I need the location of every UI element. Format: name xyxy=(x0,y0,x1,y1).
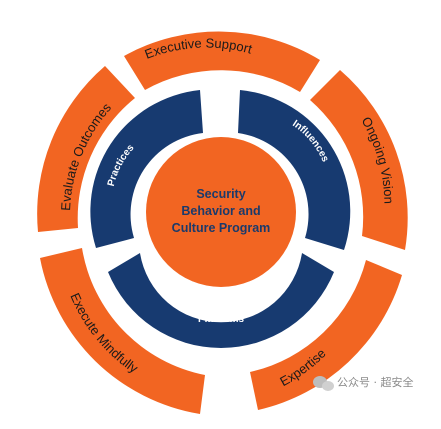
outer-segment-expertise xyxy=(250,260,402,410)
center-title-line-3: Culture Program xyxy=(172,221,271,235)
outer-segment-execute-mindfully xyxy=(40,248,205,414)
watermark-text: 公众号 · 超安全 xyxy=(337,375,414,389)
outer-segment-ongoing-vision xyxy=(310,70,408,250)
center-title-line-1: Security xyxy=(196,187,245,201)
watermark: 公众号 · 超安全 xyxy=(313,375,414,391)
inner-ring xyxy=(90,90,351,349)
inner-segment-influences xyxy=(238,90,351,250)
center-circle xyxy=(146,137,296,287)
outer-segment-evaluate-outcomes xyxy=(37,66,135,232)
outer-segment-executive-support xyxy=(124,31,320,92)
outer-ring xyxy=(37,31,408,414)
center-title: Security Behavior and Culture Program xyxy=(172,187,271,235)
inner-segment-practices xyxy=(90,90,203,248)
center-title-line-2: Behavior and xyxy=(181,204,260,218)
inner-segment-platforms xyxy=(108,253,334,349)
label-platforms: Platforms xyxy=(198,314,245,325)
wechat-icon xyxy=(313,376,334,391)
